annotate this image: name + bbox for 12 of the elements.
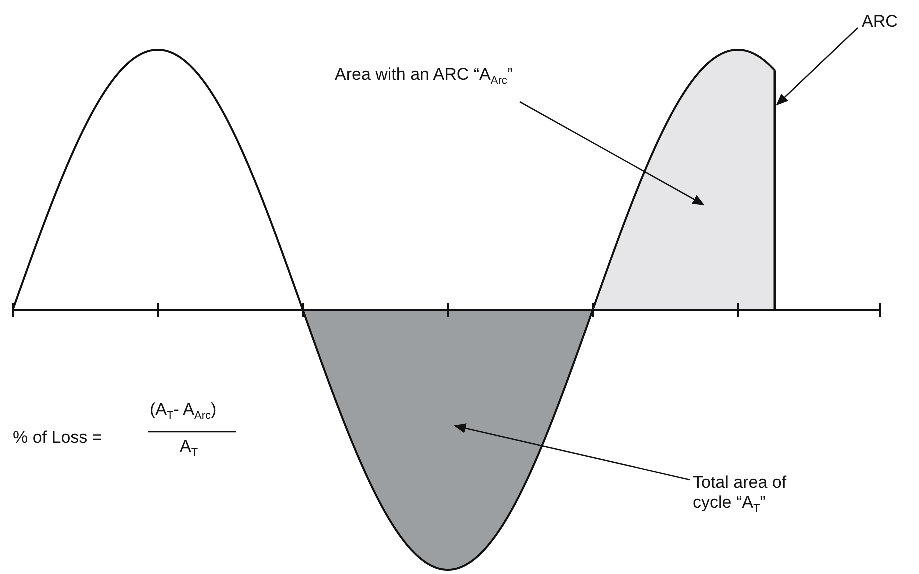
- arc-cut-line: [774, 70, 776, 310]
- leader-arrow: [776, 28, 858, 106]
- formula-denominator: A$_{T}$: [180, 437, 198, 461]
- shaded-area: [593, 50, 775, 310]
- callout-label: Area with an ARC “A$_{Arc}$”: [335, 65, 514, 91]
- callout-label: ARC: [862, 12, 898, 32]
- formula-label: % of Loss =: [13, 428, 102, 448]
- formula-numerator: (A$_{T}$- A$_{Arc}$): [150, 400, 217, 424]
- callout-label: Total area of cycle “A$_{T}$”: [693, 473, 813, 519]
- leader-arrow: [454, 424, 690, 481]
- leader-arrow: [520, 101, 705, 206]
- shaded-area: [303, 310, 593, 570]
